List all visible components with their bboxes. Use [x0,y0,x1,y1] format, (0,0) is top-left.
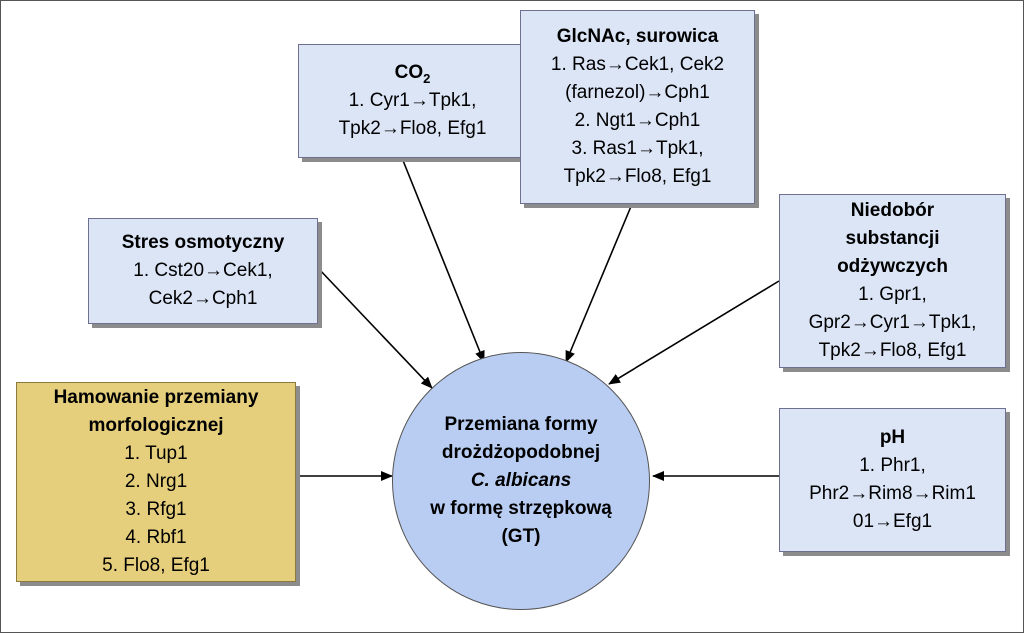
center-line: drożdżopodobnej [441,442,601,463]
glcnac-line: 3. Ras1→Tpk1, [571,138,704,159]
ph-line: 01→Efg1 [852,511,933,532]
stres-box: Stres osmotyczny 1. Cst20→Cek1, Cek2→Cph… [88,218,318,324]
hamowanie-line: 4. Rbf1 [125,527,187,548]
niedobor-line: Tpk2→Flo8, Efg1 [818,340,967,361]
arrow-niedobor [608,280,780,385]
center-line-species: C. albicans [470,470,572,491]
glcnac-box: GlcNAc, surowica 1. Ras→Cek1, Cek2 (farn… [520,10,755,204]
co2-box: CO2 1. Cyr1→Tpk1, Tpk2→Flo8, Efg1 [298,44,527,158]
ph-line: Phr2→Rim8→Rim1 [809,483,976,504]
glcnac-line: 2. Ngt1→Cph1 [574,110,701,131]
co2-line: Tpk2→Flo8, Efg1 [338,118,487,139]
glcnac-line: 1. Ras→Cek1, Cek2 [550,54,725,75]
hamowanie-box: Hamowanie przemiany morfologicznej 1. Tu… [16,382,296,582]
co2-line: 1. Cyr1→Tpk1, [348,90,477,111]
niedobor-box: Niedobór substancji odżywczych 1. Gpr1, … [779,194,1006,368]
center-circle: Przemiana formy drożdżopodobnej C. albic… [392,352,650,610]
stres-line: 1. Cst20→Cek1, [133,260,273,281]
center-line: w formę strzępkową [430,498,612,519]
glcnac-line: (farnezol)→Cph1 [565,82,710,103]
niedobor-line: 1. Gpr1, [858,284,927,305]
niedobor-title: odżywczych [837,256,948,277]
ph-line: 1. Phr1, [859,455,926,476]
center-line: Przemiana formy [444,414,598,435]
niedobor-title: Niedobór [850,200,935,221]
hamowanie-title: morfologicznej [88,415,224,436]
niedobor-line: Gpr2→Cyr1→Tpk1, [808,312,977,333]
arrow-glcnac [565,203,633,363]
hamowanie-line: 1. Tup1 [124,443,188,464]
co2-title: CO2 [394,62,431,86]
glcnac-title: GlcNAc, surowica [556,26,719,47]
hamowanie-line: 3. Rfg1 [125,499,187,520]
stres-title: Stres osmotyczny [121,232,285,253]
center-line: (GT) [501,526,541,547]
hamowanie-line: 2. Nrg1 [124,471,188,492]
niedobor-title: substancji [845,228,940,249]
hamowanie-title: Hamowanie przemiany [53,387,259,408]
ph-box: pH 1. Phr1, Phr2→Rim8→Rim1 01→Efg1 [779,408,1006,552]
glcnac-line: Tpk2→Flo8, Efg1 [563,166,712,187]
arrow-co2 [401,157,485,363]
stres-line: Cek2→Cph1 [148,288,258,309]
arrow-stres [317,267,433,389]
hamowanie-line: 5. Flo8, Efg1 [102,555,210,576]
ph-title: pH [879,427,906,448]
